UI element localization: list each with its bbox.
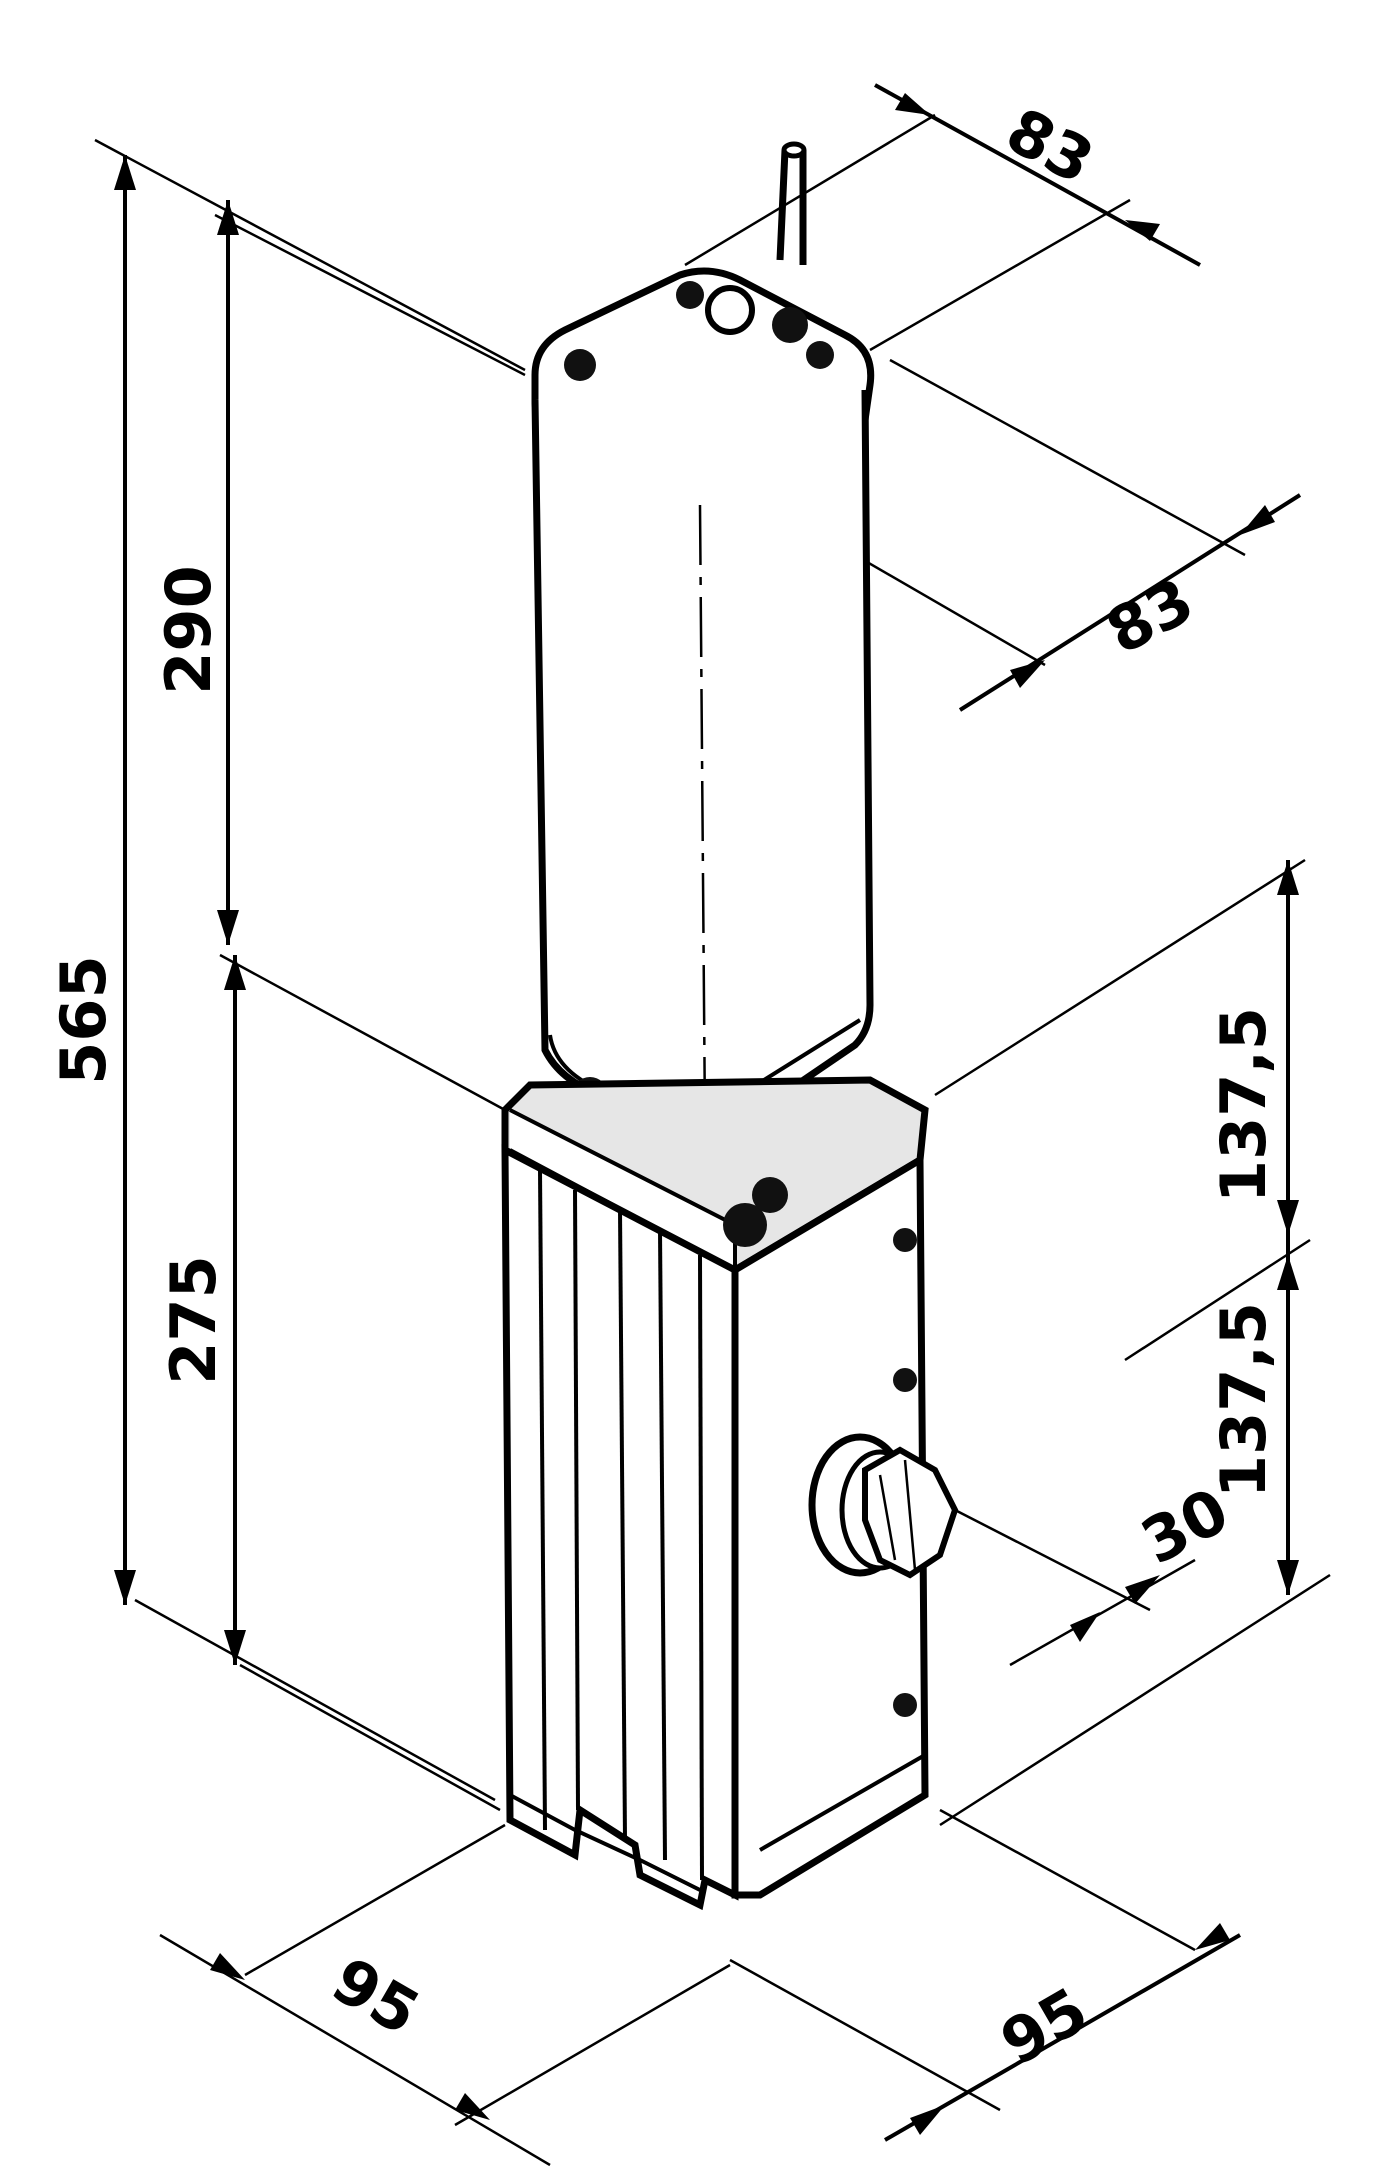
screw-icon <box>893 1368 917 1392</box>
bolt-icon <box>723 1203 767 1247</box>
actuator-body <box>501 141 959 1911</box>
bolt-icon <box>676 281 704 309</box>
dim-top-depth: 83 <box>995 94 1105 199</box>
dim-base-right: 95 <box>989 1973 1100 2079</box>
dim-side-upper: 137,5 <box>1207 1007 1280 1203</box>
dim-side-lower: 137,5 <box>1207 1302 1280 1498</box>
dim-top-width: 83 <box>1095 564 1205 669</box>
cable <box>776 149 807 265</box>
dim-motor-height: 290 <box>152 565 225 694</box>
dimension-lines <box>94 83 1331 2167</box>
screw-icon <box>893 1228 917 1252</box>
dim-gearbox-height: 275 <box>157 1255 230 1384</box>
motor-housing <box>531 389 874 1131</box>
output-shaft <box>808 1433 959 1579</box>
bolt-icon <box>564 349 596 381</box>
dim-total-height: 565 <box>47 955 120 1084</box>
bolt-icon <box>806 341 834 369</box>
dim-base-left: 95 <box>320 1943 431 2049</box>
bolt-icon <box>752 1177 788 1213</box>
screw-icon <box>893 1693 917 1717</box>
